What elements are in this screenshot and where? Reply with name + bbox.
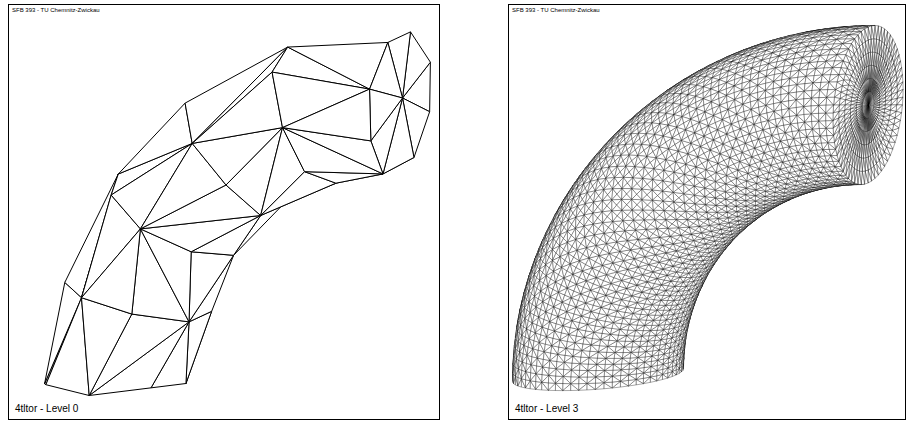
stage: SFB 393 - TU Chemnitz-Zwickau4tltor - Le…: [0, 0, 911, 422]
